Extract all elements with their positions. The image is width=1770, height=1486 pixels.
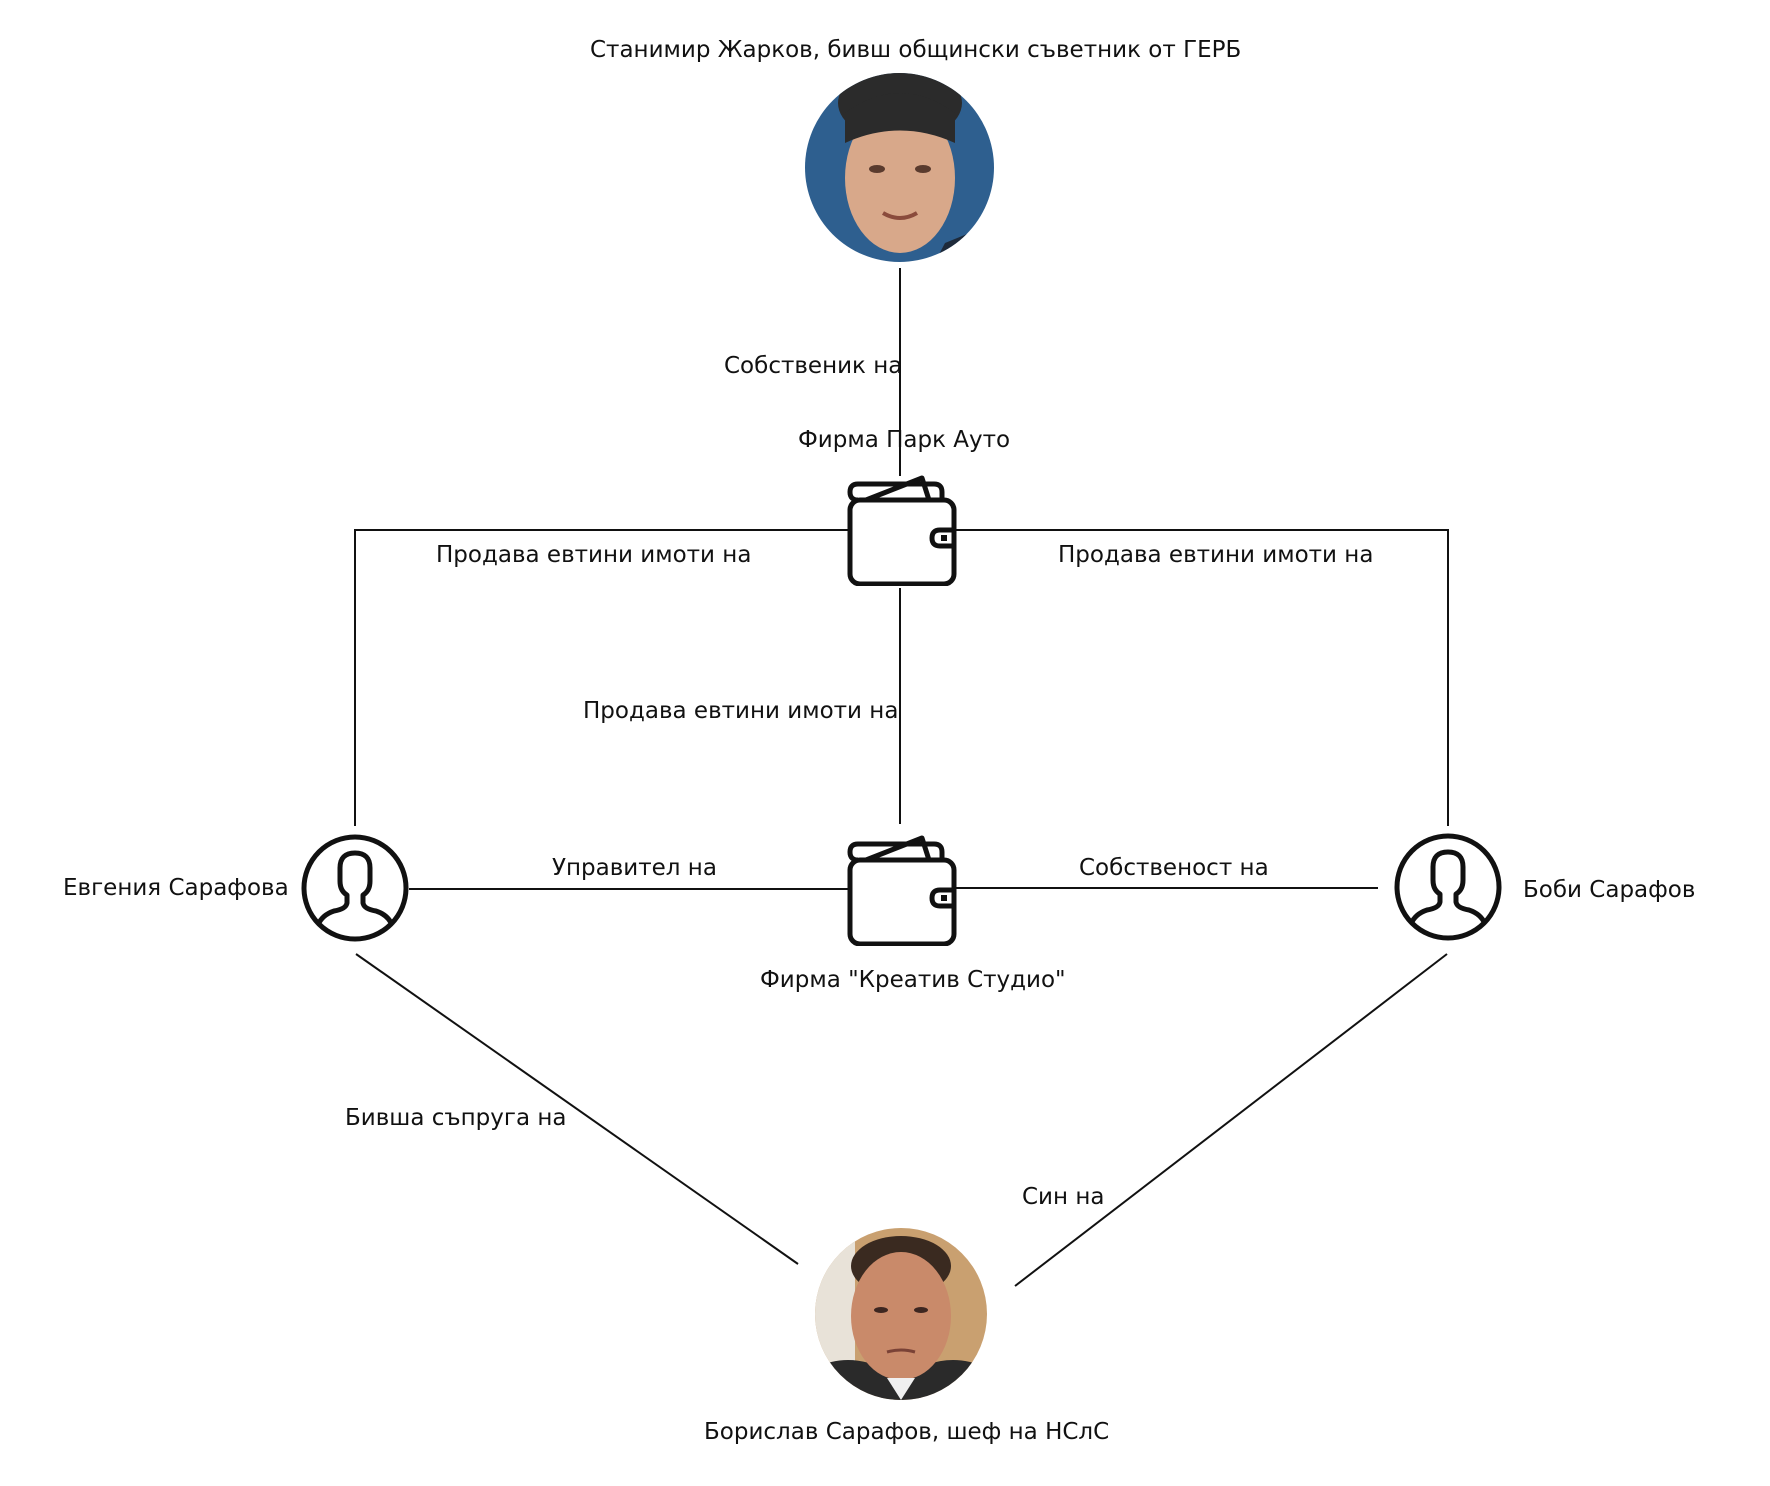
- edge-park-auto-bobi: [955, 529, 1449, 826]
- node-bobi[interactable]: [1393, 832, 1503, 942]
- edge-bobi-borislav: [1014, 953, 1448, 1287]
- edge-label-kreativ-bobi: Собственост на: [1079, 855, 1269, 881]
- edge-label-park-auto-kreativ: Продава евтини имоти на: [583, 698, 899, 724]
- edge-label-park-auto-evgenia: Продава евтини имоти на: [436, 542, 752, 568]
- portrait-photo-icon: [805, 73, 994, 262]
- node-label-bobi: Боби Сарафов: [1523, 877, 1696, 903]
- edge-park-auto-evgenia: [354, 529, 849, 826]
- node-label-kreativ: Фирма "Креатив Студио": [760, 967, 1066, 993]
- portrait-photo-icon: [815, 1228, 987, 1400]
- node-park-auto[interactable]: [846, 474, 958, 587]
- user-icon: [1394, 833, 1502, 941]
- user-icon: [301, 834, 409, 942]
- edge-label-bobi-borislav: Син на: [1022, 1184, 1105, 1210]
- edge-label-evgenia-kreativ: Управител на: [552, 855, 717, 881]
- edge-label-evgenia-borislav: Бивша съпруга на: [345, 1105, 567, 1131]
- node-label-borislav: Борислав Сарафов, шеф на НСлС: [704, 1419, 1110, 1445]
- node-label-park-auto: Фирма Парк Ауто: [798, 427, 1011, 453]
- edge-evgenia-borislav: [355, 953, 799, 1265]
- wallet-icon: [847, 475, 957, 587]
- node-evgenia[interactable]: [300, 833, 410, 943]
- node-kreativ[interactable]: [846, 834, 958, 947]
- portrait-zharkov[interactable]: [805, 73, 994, 262]
- edge-label-park-auto-bobi: Продава евтини имоти на: [1058, 542, 1374, 568]
- wallet-icon: [847, 835, 957, 947]
- node-label-evgenia: Евгения Сарафова: [63, 875, 289, 901]
- node-label-zharkov: Станимир Жарков, бивш общински съветник …: [590, 37, 1242, 63]
- portrait-borislav[interactable]: [815, 1228, 987, 1400]
- edge-label-zharkov-park-auto: Собственик на: [724, 353, 903, 379]
